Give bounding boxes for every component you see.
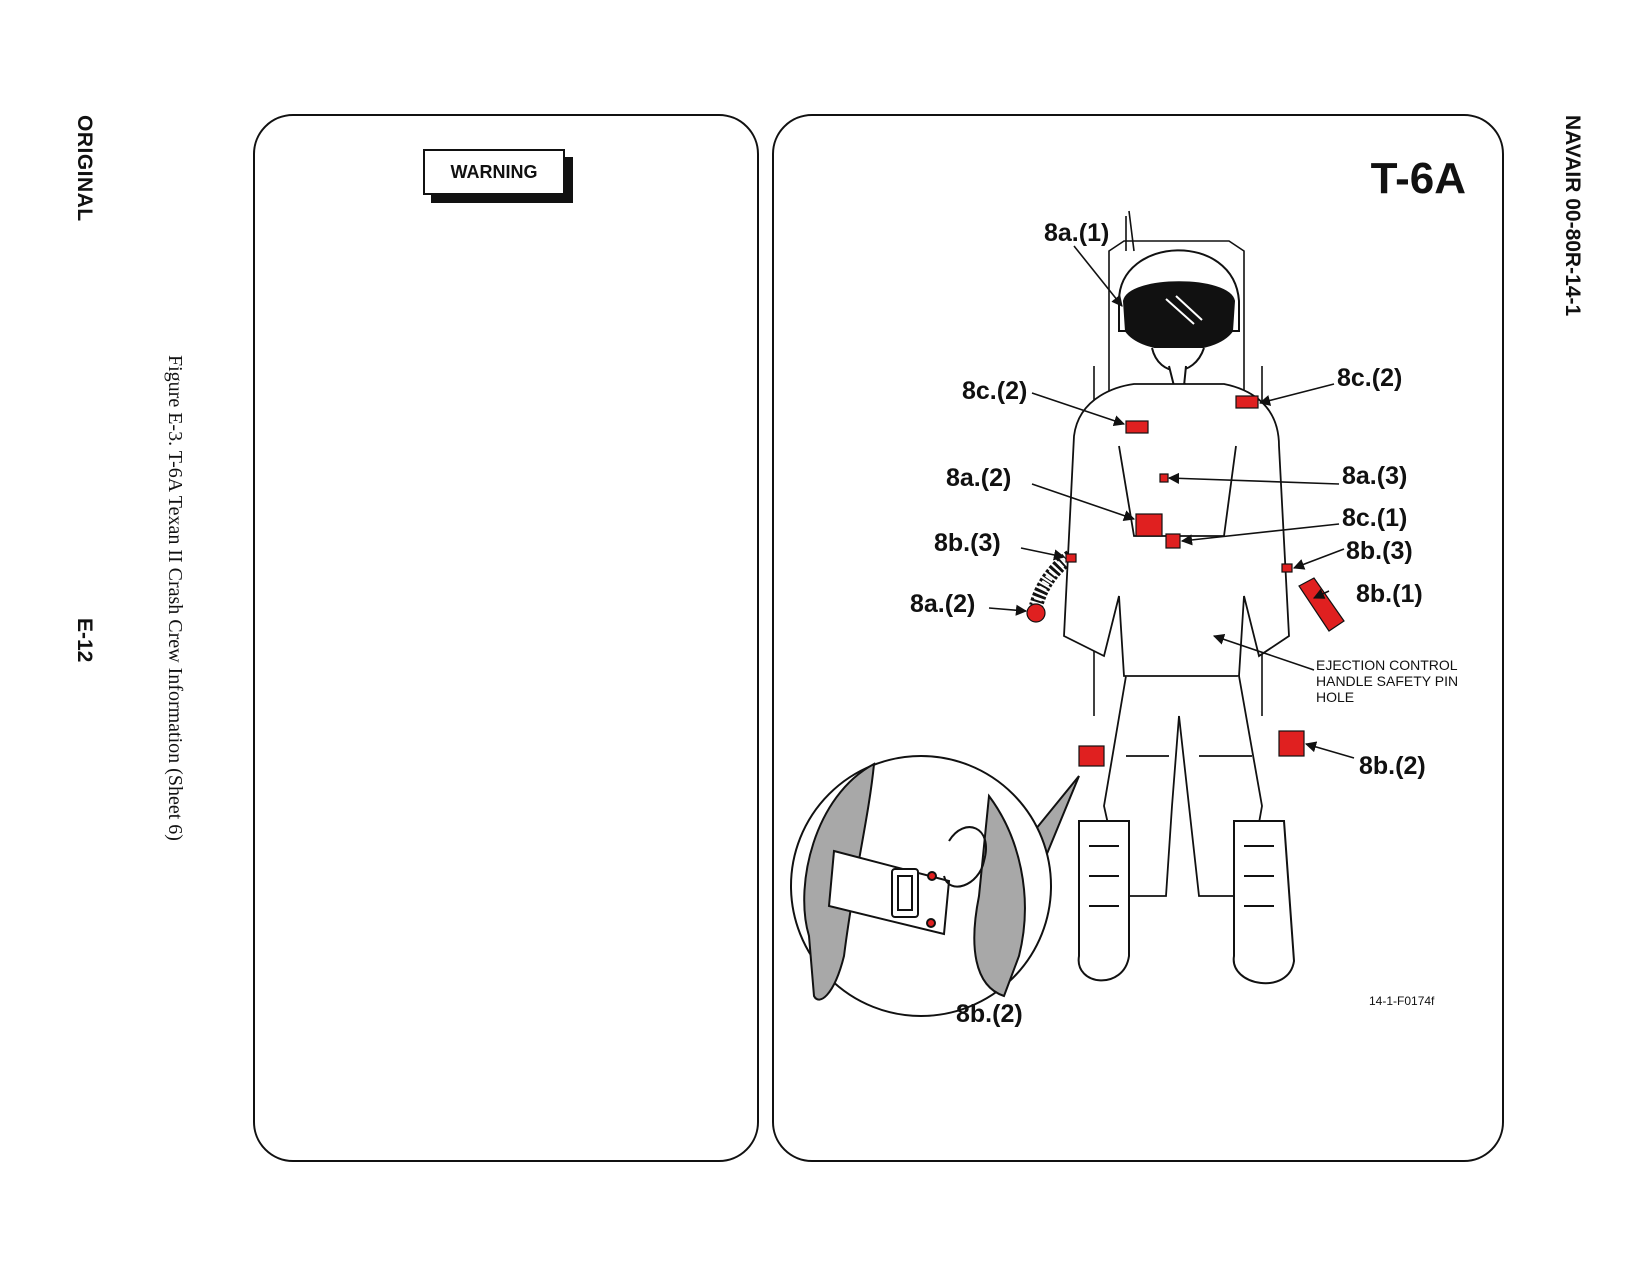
callout-8c2-left: 8c.(2) [962, 377, 1027, 405]
callout-8b1: 8b.(1) [1356, 580, 1423, 608]
ejection-note-line1: EJECTION CONTROL [1316, 657, 1458, 673]
pilot-body [1063, 383, 1290, 897]
illustration-panel: T-6A [772, 114, 1504, 1162]
aircraft-title: T-6A [1370, 154, 1466, 203]
callout-8a1: 8a.(1) [1044, 219, 1109, 247]
original-label: ORIGINAL [73, 115, 96, 222]
callout-8b2-leg: 8b.(2) [1359, 752, 1426, 780]
ejection-note-line3: HOLE [1316, 689, 1354, 705]
callout-8b2-inset: 8b.(2) [956, 1000, 1023, 1028]
document-number: NAVAIR 00-80R-14-1 [1561, 115, 1584, 317]
figure-caption: Figure E-3. T-6A Texan II Crash Crew Inf… [164, 355, 186, 841]
page-number: E-12 [73, 618, 96, 663]
callout-8a3: 8a.(3) [1342, 462, 1407, 490]
callout-8b3-right: 8b.(3) [1346, 537, 1413, 565]
boots [1077, 820, 1296, 985]
warning-panel: WARNING [253, 114, 759, 1162]
callout-8c2-right: 8c.(2) [1337, 364, 1402, 392]
helmet [1118, 249, 1240, 387]
leg-strap-inset [790, 755, 1080, 1017]
ejection-note-line2: HANDLE SAFETY PIN [1316, 673, 1458, 689]
callout-8a2-upper: 8a.(2) [946, 464, 1011, 492]
warning-label: WARNING [423, 149, 565, 195]
callout-8c1: 8c.(1) [1342, 504, 1407, 532]
callout-leaders [988, 245, 1355, 759]
pilot-illustration: 8a.(1) 8c.(2) 8c.(2) 8a.(2) 8a.(3) 8c.(1… [790, 210, 1458, 1028]
figure-id: 14-1-F0174f [1369, 994, 1435, 1008]
callout-8a2-lower: 8a.(2) [910, 590, 975, 618]
callout-8b3-left: 8b.(3) [934, 529, 1001, 557]
